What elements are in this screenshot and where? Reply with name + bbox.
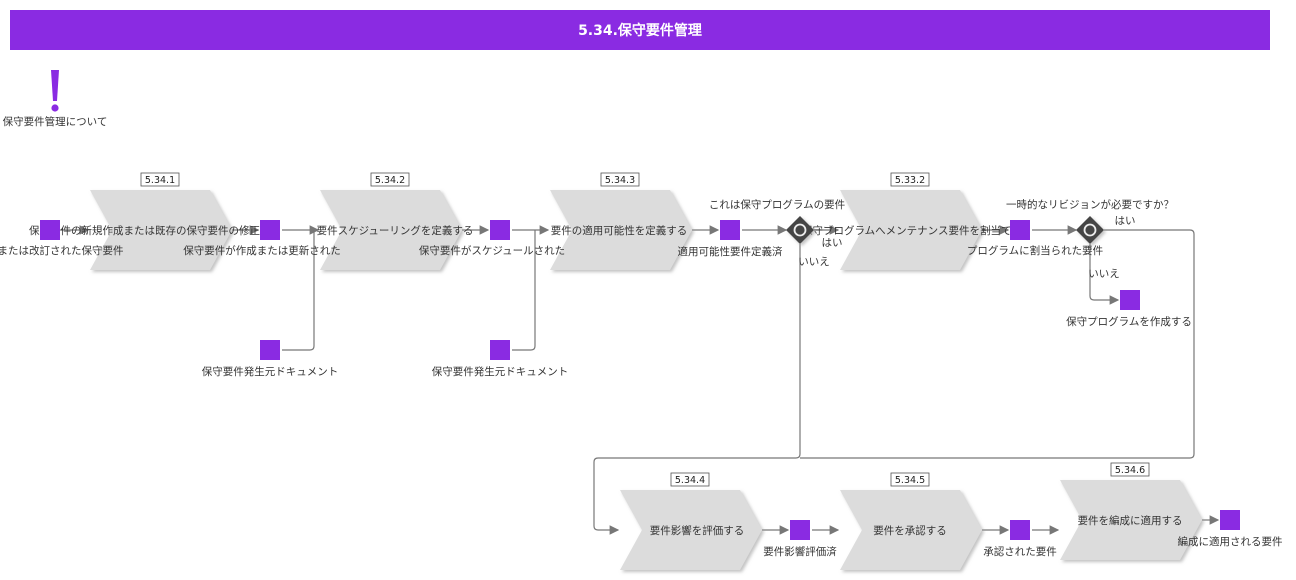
process-define-scheduling[interactable]: 5.34.2 要件スケジューリングを定義する bbox=[317, 172, 474, 270]
artifact-label: 新規または改訂された保守要件 bbox=[0, 244, 124, 257]
artifact-label: 編成に適用される要件 bbox=[1178, 535, 1283, 548]
artifact[interactable]: 要件影響評価済 bbox=[763, 520, 837, 558]
gateway-maintenance-program[interactable]: これは保守プログラムの要件 はい いいえ bbox=[709, 198, 845, 268]
artifact[interactable]: プログラムに割当られた要件 bbox=[967, 220, 1103, 257]
artifact-label: 保守要件がスケジュールされた bbox=[419, 244, 565, 257]
process-label: 保守要件の新規作成または既存の保守要件の修正する bbox=[29, 224, 281, 237]
process-number: 5.34.6 bbox=[1115, 465, 1145, 476]
process-label: 要件スケジューリングを定義する bbox=[317, 224, 474, 237]
artifact[interactable]: 保守要件発生元ドキュメント bbox=[432, 340, 569, 378]
process-approve-requirement[interactable]: 5.34.5 要件を承認する bbox=[840, 472, 982, 570]
artifact[interactable]: 保守プログラムを作成する bbox=[1066, 290, 1192, 328]
artifact[interactable]: 編成に適用される要件 bbox=[1178, 510, 1283, 548]
gateway-yes-label: はい bbox=[1115, 215, 1136, 227]
start-event-label: 保守要件管理について bbox=[3, 115, 108, 128]
artifact[interactable]: 保守要件がスケジュールされた bbox=[419, 220, 565, 257]
page-title: 5.34.保守要件管理 bbox=[10, 10, 1270, 50]
process-evaluate-impact[interactable]: 5.34.4 要件影響を評価する bbox=[620, 472, 762, 570]
start-event[interactable]: 保守要件管理について bbox=[3, 70, 108, 128]
process-label: 要件影響を評価する bbox=[650, 524, 745, 537]
exclamation-icon bbox=[51, 70, 59, 101]
process-number: 5.33.2 bbox=[895, 175, 925, 186]
artifact-label: 要件影響評価済 bbox=[763, 545, 837, 558]
artifact[interactable]: 保守要件発生元ドキュメント bbox=[202, 340, 339, 378]
process-assign-to-program[interactable]: 5.33.2 保守プログラムへメンテナンス要件を割当てる bbox=[802, 172, 1022, 270]
process-label: 要件を承認する bbox=[873, 524, 947, 537]
process-number: 5.34.3 bbox=[605, 175, 635, 186]
flow-lines bbox=[60, 225, 1220, 535]
process-label: 保守プログラムへメンテナンス要件を割当てる bbox=[802, 224, 1022, 237]
process-number: 5.34.2 bbox=[375, 175, 405, 186]
gateway-question: 一時的なリビジョンが必要ですか？ bbox=[1006, 198, 1174, 211]
artifact[interactable]: 新規または改訂された保守要件 bbox=[0, 220, 124, 257]
process-label: 要件の適用可能性を定義する bbox=[551, 224, 688, 237]
artifact-label: 保守要件発生元ドキュメント bbox=[432, 365, 569, 378]
artifact[interactable]: 保守要件が作成または更新された bbox=[183, 220, 341, 257]
artifact-label: 承認された要件 bbox=[983, 545, 1057, 558]
process-number: 5.34.4 bbox=[675, 475, 705, 486]
artifact-label: プログラムに割当られた要件 bbox=[967, 244, 1103, 257]
artifact-label: 保守要件発生元ドキュメント bbox=[202, 365, 339, 378]
artifact-label: 保守要件が作成または更新された bbox=[183, 244, 341, 257]
gateway-question: これは保守プログラムの要件 bbox=[709, 198, 845, 211]
artifact-label: 保守プログラムを作成する bbox=[1066, 315, 1192, 328]
process-label: 要件を編成に適用する bbox=[1078, 514, 1183, 527]
process-define-applicability[interactable]: 5.34.3 要件の適用可能性を定義する bbox=[550, 172, 692, 270]
process-define-requirement[interactable]: 5.34.1 保守要件の新規作成または既存の保守要件の修正する bbox=[29, 172, 281, 270]
process-number: 5.34.5 bbox=[895, 475, 925, 486]
artifact-label: 適用可能性要件定義済 bbox=[678, 245, 783, 258]
gateway-no-label: いいえ bbox=[798, 256, 830, 268]
artifact[interactable]: 適用可能性要件定義済 bbox=[678, 220, 783, 258]
exclamation-dot bbox=[51, 104, 59, 112]
gateway-temporary-revision[interactable]: 一時的なリビジョンが必要ですか？ はい いいえ bbox=[1006, 198, 1174, 280]
process-apply-to-fleet[interactable]: 5.34.6 要件を編成に適用する bbox=[1060, 462, 1202, 560]
artifact[interactable]: 承認された要件 bbox=[983, 520, 1057, 558]
process-number: 5.34.1 bbox=[145, 175, 175, 186]
gateway-no-label: いいえ bbox=[1088, 268, 1120, 280]
gateway-yes-label: はい bbox=[822, 237, 843, 249]
